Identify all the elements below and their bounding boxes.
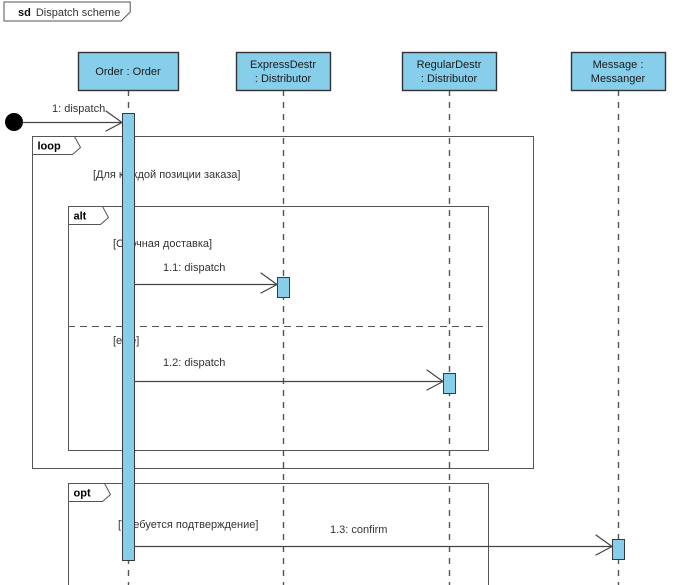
express-activation[interactable]	[277, 277, 290, 298]
opt-fragment-guard-label: [Требуется подтверждение]	[118, 519, 258, 531]
message-arrowhead-dispatch-root	[105, 110, 123, 132]
message-label-dispatch-regular: 1.2: dispatch	[163, 357, 225, 369]
message-dispatch-root[interactable]: 1: dispatch	[23, 103, 123, 132]
fragments-layer: loop [Для каждой позиции заказа] alt [Срочн…	[32, 136, 534, 585]
opt-fragment-operator-label: opt	[74, 488, 91, 500]
messanger-activation[interactable]	[612, 539, 625, 560]
lifeline-regular-distributor[interactable]: RegularDestr : Distributor	[401, 51, 498, 585]
message-confirm-messanger[interactable]: 1.3: confirm	[134, 524, 613, 556]
message-arrowhead-dispatch-regular	[426, 369, 444, 391]
diagram-frame-header: sd Dispatch scheme	[3, 1, 131, 22]
opt-fragment-border	[68, 483, 489, 585]
activations-layer	[122, 113, 625, 561]
message-dispatch-regular[interactable]: 1.2: dispatch	[134, 357, 444, 391]
lifeline-messanger[interactable]: Message : Messanger	[570, 51, 667, 585]
lifeline-label-express-distributor-line2: : Distributor	[255, 73, 312, 85]
opt-fragment-operator-tab	[68, 483, 112, 502]
sd-header-shape	[3, 1, 131, 22]
order-activation[interactable]	[122, 113, 135, 561]
lifeline-label-order: Order : Order	[95, 66, 161, 78]
message-dispatch-express[interactable]: 1.1: dispatch	[134, 262, 278, 294]
loop-fragment-guard-label: [Для каждой позиции заказа]	[93, 169, 240, 181]
alt-fragment-guard-label: [Срочная доставка]	[113, 238, 212, 250]
alt-fragment-operator-label: alt	[74, 211, 87, 223]
lifeline-head-express-distributor[interactable]	[235, 51, 332, 92]
lifeline-label-regular-distributor-line2: : Distributor	[421, 73, 478, 85]
message-arrowhead-confirm-messanger	[595, 534, 613, 556]
message-arrowhead-dispatch-express	[260, 272, 278, 294]
lifeline-head-messanger[interactable]	[570, 51, 667, 92]
message-label-dispatch-express: 1.1: dispatch	[163, 262, 225, 274]
start-node-group	[5, 113, 23, 131]
opt-fragment: opt [Требуется подтверждение]	[68, 483, 489, 585]
lifeline-label-messanger-line2: Messanger	[591, 73, 646, 85]
loop-fragment-operator-label: loop	[38, 141, 61, 153]
lifeline-label-regular-distributor-line1: RegularDestr	[417, 59, 482, 71]
alt-fragment: alt[Срочная доставка][else]	[68, 206, 489, 451]
messages-layer: 1: dispatch 1.1: dispatch 1.2: dispatch 1.3…	[23, 103, 613, 556]
start-node-icon[interactable]	[5, 113, 23, 131]
lifeline-head-order[interactable]	[77, 51, 180, 92]
alt-fragment-operator-tab	[68, 206, 110, 225]
lifeline-express-distributor[interactable]: ExpressDestr : Distributor	[235, 51, 332, 585]
lifeline-label-messanger-line1: Message :	[593, 59, 644, 71]
loop-fragment-border	[32, 136, 534, 469]
message-label-dispatch-root: 1: dispatch	[52, 103, 105, 115]
lifeline-head-regular-distributor[interactable]	[401, 51, 498, 92]
sd-keyword-label: sd	[18, 7, 31, 19]
regular-activation[interactable]	[443, 373, 456, 394]
lifeline-label-express-distributor-line1: ExpressDestr	[250, 59, 316, 71]
loop-fragment-operator-tab	[32, 136, 82, 155]
alt-fragment-border	[68, 206, 489, 451]
message-label-confirm-messanger: 1.3: confirm	[330, 524, 387, 536]
diagram-title-label: Dispatch scheme	[36, 7, 120, 19]
